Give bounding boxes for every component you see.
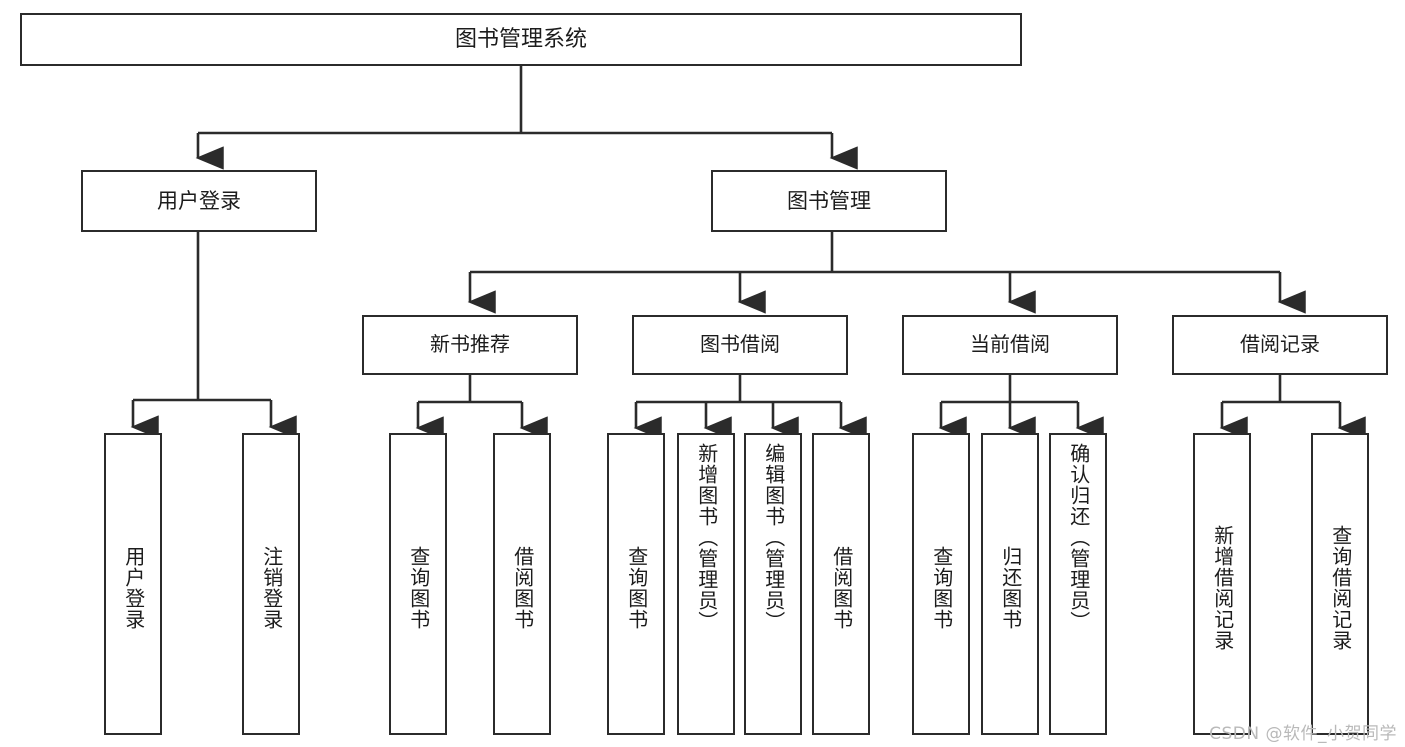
node-leaf-logout[interactable]: 注销登录: [242, 433, 300, 735]
node-book-borrow[interactable]: 图书借阅: [632, 315, 848, 375]
node-leaf-add-book[interactable]: 新增图书（管理员）: [677, 433, 735, 735]
node-leaf-confirm-return[interactable]: 确认归还（管理员）: [1049, 433, 1107, 735]
node-leaf-edit-book[interactable]: 编辑图书（管理员）: [744, 433, 802, 735]
node-new-book-rec[interactable]: 新书推荐: [362, 315, 578, 375]
node-root[interactable]: 图书管理系统: [20, 13, 1022, 66]
watermark: CSDN @软件_小贺同学: [1209, 724, 1397, 744]
node-leaf-add-record[interactable]: 新增借阅记录: [1193, 433, 1251, 735]
node-current-borrow[interactable]: 当前借阅: [902, 315, 1118, 375]
node-leaf-user-login[interactable]: 用户登录: [104, 433, 162, 735]
node-leaf-return-book[interactable]: 归还图书: [981, 433, 1039, 735]
node-leaf-query-record[interactable]: 查询借阅记录: [1311, 433, 1369, 735]
node-leaf-query-book-3[interactable]: 查询图书: [912, 433, 970, 735]
node-leaf-query-book-1[interactable]: 查询图书: [389, 433, 447, 735]
node-borrow-record[interactable]: 借阅记录: [1172, 315, 1388, 375]
node-leaf-borrow-book-1[interactable]: 借阅图书: [493, 433, 551, 735]
node-user-login[interactable]: 用户登录: [81, 170, 317, 232]
node-leaf-query-book-2[interactable]: 查询图书: [607, 433, 665, 735]
node-book-manage[interactable]: 图书管理: [711, 170, 947, 232]
node-leaf-borrow-book-2[interactable]: 借阅图书: [812, 433, 870, 735]
